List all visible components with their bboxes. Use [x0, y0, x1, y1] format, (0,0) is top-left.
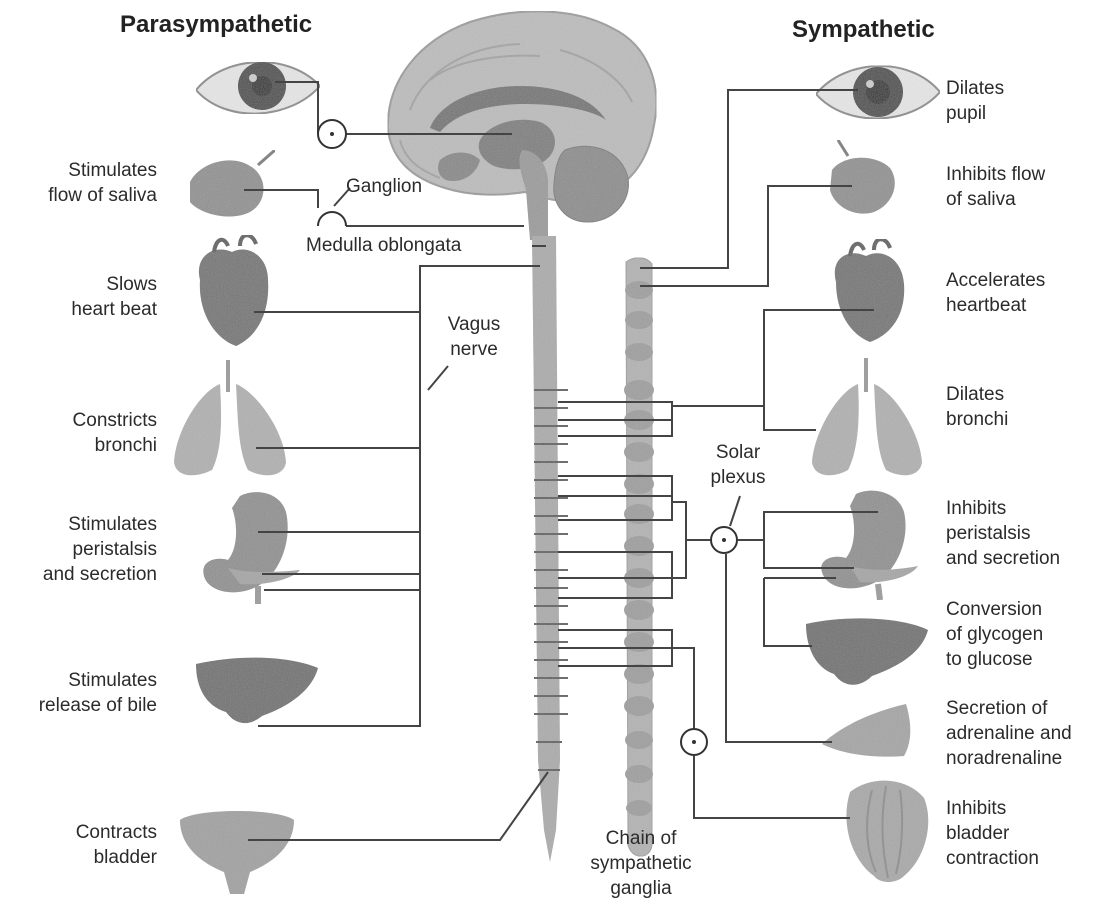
right-lungs	[812, 358, 922, 475]
label-line: sympathetic	[576, 851, 706, 876]
label-glycogen-conversion: Conversion of glycogen to glucose	[946, 597, 1043, 672]
brain-cerebellum	[554, 146, 629, 222]
brain	[388, 11, 656, 240]
label-line: Stimulates	[48, 158, 157, 183]
label-line: bronchi	[946, 407, 1008, 432]
label-contracts-bladder: Contracts bladder	[76, 820, 157, 870]
right-eye	[816, 66, 940, 119]
sympathetic-chain	[624, 258, 654, 857]
label-line: of saliva	[946, 187, 1045, 212]
label-chain-of-sympathetic-ganglia: Chain of sympathetic ganglia	[576, 826, 706, 901]
label-line: Contracts	[76, 820, 157, 845]
label-ganglion: Ganglion	[346, 174, 422, 199]
label-line: adrenaline and	[946, 721, 1072, 746]
ganglion-dots	[330, 132, 726, 744]
label-line: heart beat	[71, 297, 157, 322]
label-line: flow of saliva	[48, 183, 157, 208]
label-solar-plexus: Solar plexus	[696, 440, 780, 490]
left-stomach	[203, 492, 300, 604]
label-line: peristalsis	[946, 521, 1060, 546]
label-line: noradrenaline	[946, 746, 1072, 771]
heading-sympathetic: Sympathetic	[792, 16, 935, 44]
left-heart	[199, 235, 268, 346]
label-line: and secretion	[946, 546, 1060, 571]
right-bladder	[846, 781, 928, 882]
label-line: plexus	[696, 465, 780, 490]
label-slows-heart: Slows heart beat	[71, 272, 157, 322]
label-line: bladder	[76, 845, 157, 870]
label-vagus-nerve: Vagus nerve	[438, 312, 510, 362]
left-salivary-gland	[190, 150, 275, 217]
label-line: pupil	[946, 101, 1004, 126]
right-salivary-gland	[830, 140, 895, 214]
label-line: Stimulates	[43, 512, 157, 537]
label-line: Chain of	[576, 826, 706, 851]
label-line: Constricts	[73, 408, 157, 433]
label-line: bronchi	[73, 433, 157, 458]
label-line: Inhibits	[946, 796, 1039, 821]
label-line: Vagus	[438, 312, 510, 337]
label-medulla-oblongata: Medulla oblongata	[306, 233, 461, 258]
right-liver	[806, 618, 928, 684]
label-line: Slows	[71, 272, 157, 297]
left-liver	[196, 658, 318, 723]
label-line: Inhibits	[946, 496, 1060, 521]
label-line: heartbeat	[946, 293, 1045, 318]
label-line: ganglia	[576, 876, 706, 901]
label-dilates-bronchi: Dilates bronchi	[946, 382, 1008, 432]
ganglion-circles	[318, 120, 737, 755]
label-stimulates-bile: Stimulates release of bile	[39, 668, 157, 718]
label-line: Stimulates	[39, 668, 157, 693]
label-line: to glucose	[946, 647, 1043, 672]
label-inhibits-bladder: Inhibits bladder contraction	[946, 796, 1039, 871]
left-bladder	[180, 811, 294, 894]
label-stimulates-peristalsis: Stimulates peristalsis and secretion	[43, 512, 157, 587]
label-adrenaline-secretion: Secretion of adrenaline and noradrenalin…	[946, 696, 1072, 771]
label-inhibits-peristalsis: Inhibits peristalsis and secretion	[946, 496, 1060, 571]
otic-ganglion	[318, 212, 346, 226]
right-adrenal	[822, 704, 910, 757]
label-dilates-pupil: Dilates pupil	[946, 76, 1004, 126]
label-line: Solar	[696, 440, 780, 465]
label-line: Dilates	[946, 76, 1004, 101]
label-stimulates-saliva: Stimulates flow of saliva	[48, 158, 157, 208]
label-line: peristalsis	[43, 537, 157, 562]
label-line: Inhibits flow	[946, 162, 1045, 187]
heading-parasympathetic: Parasympathetic	[120, 11, 312, 39]
right-heart	[835, 239, 904, 342]
label-constricts-bronchi: Constricts bronchi	[73, 408, 157, 458]
label-line: Secretion of	[946, 696, 1072, 721]
label-line: nerve	[438, 337, 510, 362]
label-line: Conversion	[946, 597, 1043, 622]
label-line: Accelerates	[946, 268, 1045, 293]
label-line: bladder	[946, 821, 1039, 846]
label-line: and secretion	[43, 562, 157, 587]
right-stomach	[821, 491, 918, 600]
spinal-cord	[532, 236, 568, 862]
label-inhibits-saliva: Inhibits flow of saliva	[946, 162, 1045, 212]
left-lungs	[174, 360, 286, 475]
left-eye	[196, 62, 320, 114]
label-line: release of bile	[39, 693, 157, 718]
label-line: Dilates	[946, 382, 1008, 407]
label-line: contraction	[946, 846, 1039, 871]
label-accelerates-heartbeat: Accelerates heartbeat	[946, 268, 1045, 318]
label-line: of glycogen	[946, 622, 1043, 647]
